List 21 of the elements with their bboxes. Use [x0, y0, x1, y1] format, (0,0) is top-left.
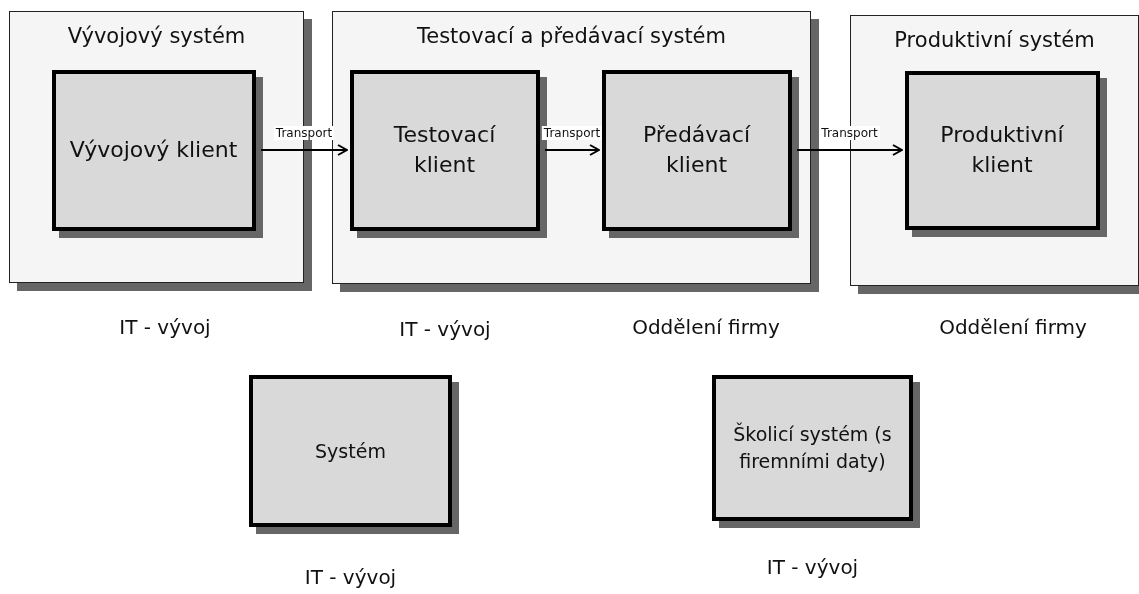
- box-label: Testovací klient: [392, 121, 497, 179]
- edge-label: Transport: [273, 126, 335, 140]
- box-label: Školicí systém (s firemními daty): [732, 421, 893, 474]
- department-label: IT - vývoj: [304, 565, 397, 589]
- edge-label: Transport: [541, 126, 603, 140]
- arrow: [260, 144, 348, 156]
- box-label: Produktivní klient: [939, 121, 1065, 179]
- panel-title: Produktivní systém: [893, 28, 1096, 52]
- edge-label: Transport: [819, 126, 880, 140]
- arrow: [544, 144, 600, 156]
- box-label: Vývojový klient: [68, 136, 239, 165]
- box-label: Systém: [314, 438, 387, 464]
- department-label: IT - vývoj: [119, 315, 211, 339]
- box-label: Předávací klient: [641, 121, 752, 179]
- department-label: Oddělení firmy: [939, 315, 1087, 339]
- panel-title: Testovací a předávací systém: [416, 24, 727, 48]
- department-label: IT - vývoj: [766, 555, 859, 579]
- department-label: Oddělení firmy: [632, 315, 780, 339]
- panel-title: Vývojový systém: [66, 24, 247, 48]
- department-label: IT - vývoj: [399, 317, 491, 341]
- arrow: [796, 144, 903, 156]
